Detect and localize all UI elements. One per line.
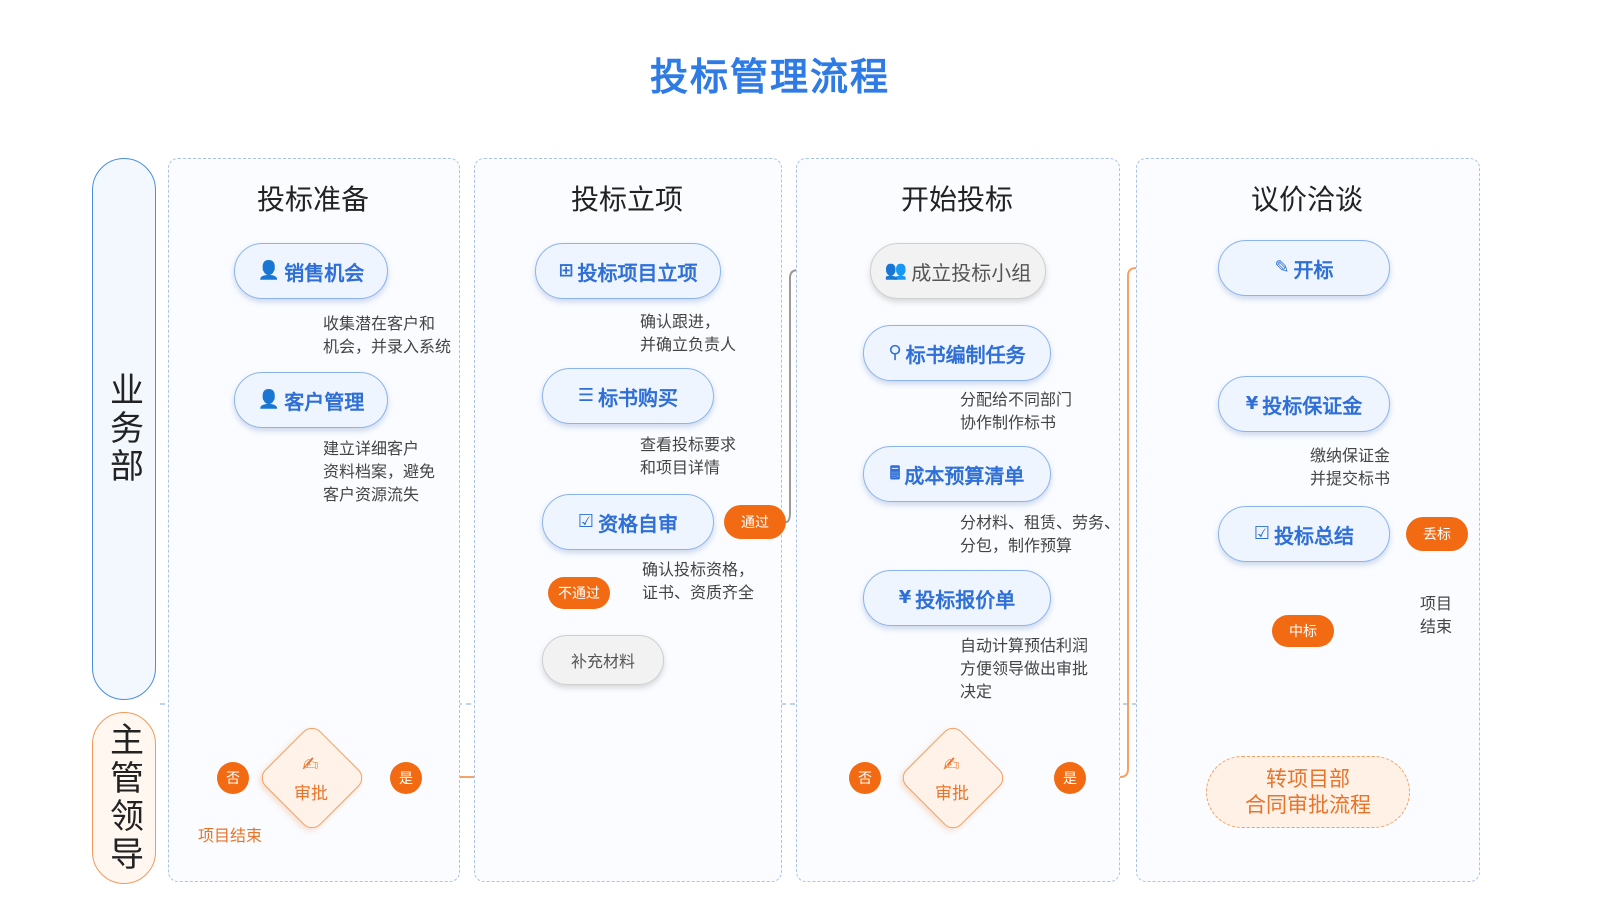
node-label: 销售机会: [284, 260, 365, 285]
transfer-line: 合同审批流程: [1245, 793, 1371, 817]
node-label: 补充材料: [570, 652, 635, 671]
calculator-icon: 🖩: [889, 463, 901, 484]
node-deposit[interactable]: ¥投标保证金: [1218, 376, 1390, 432]
node-transfer[interactable]: 转项目部合同审批流程: [1206, 756, 1410, 828]
note-line: 分配给不同部门: [960, 390, 1073, 409]
note-line: 资料档案，避免: [323, 462, 436, 481]
project-end-label: 项目结束: [198, 826, 263, 845]
approval-label-2: 审批: [935, 784, 969, 804]
column-title-bidding: 开始投标: [900, 183, 1013, 216]
lane-supervisor: 主管领导: [92, 712, 156, 884]
price-sheet-icon: ¥: [898, 587, 912, 608]
hand-icon: ✍: [943, 752, 960, 776]
lane-supervisor-label: 主管领导: [103, 722, 144, 874]
lost-badge[interactable]: 丢标: [1406, 517, 1468, 551]
node-customer-management[interactable]: 👤客户管理: [234, 372, 388, 428]
won-badge[interactable]: 中标: [1272, 615, 1334, 647]
node-label: 投标保证金: [1262, 393, 1363, 418]
note-line: 缴纳保证金: [1310, 446, 1391, 465]
note-quotation: 自动计算预估利润方便领导做出审批决定: [960, 634, 1088, 703]
node-label: 客户管理: [284, 389, 365, 414]
node-task[interactable]: ⚲标书编制任务: [863, 325, 1051, 381]
note-line: 分材料、租赁、劳务、: [960, 513, 1121, 532]
pass-badge[interactable]: 通过: [724, 505, 786, 539]
node-quotation[interactable]: ¥投标报价单: [863, 570, 1051, 626]
note-line: 确认投标资格，: [642, 560, 755, 579]
note-line: 协作制作标书: [960, 413, 1057, 432]
note-lost-end: 项目结束: [1420, 592, 1452, 638]
note-bid-purchase: 查看投标要求和项目详情: [640, 433, 736, 479]
node-label: 开标: [1293, 257, 1334, 282]
note-line: 方便领导做出审批: [960, 659, 1089, 678]
note-line: 确认跟进，: [640, 312, 721, 331]
node-sales-opportunity[interactable]: 👤销售机会: [234, 243, 388, 299]
node-label: 资格自审: [598, 511, 679, 536]
note-customer-management: 建立详细客户资料档案，避免客户资源流失: [323, 437, 435, 506]
node-label: 成本预算清单: [904, 463, 1025, 488]
note-budget: 分材料、租赁、劳务、分包，制作预算: [960, 511, 1120, 557]
note-project-setup: 确认跟进， 并确立负责人: [640, 310, 736, 356]
note-line: 自动计算预估利润: [960, 636, 1089, 655]
note-deposit: 缴纳保证金并提交标书: [1310, 444, 1390, 490]
page-title: 投标管理流程: [649, 55, 890, 99]
note-line: 分包，制作预算: [960, 536, 1073, 555]
edit-doc-icon: ✎: [1274, 257, 1290, 278]
note-line: 客户资源流失: [323, 485, 420, 504]
note-task: 分配给不同部门协作制作标书: [960, 388, 1072, 434]
yuan-coin-icon: ¥: [1245, 393, 1259, 414]
node-opening[interactable]: ✎开标: [1218, 240, 1390, 296]
note-line: 项目: [1420, 594, 1453, 613]
list-icon: ☰: [577, 385, 595, 406]
note-qualification: 确认投标资格， 证书、资质齐全: [642, 558, 754, 604]
note-line: 建立详细客户: [323, 439, 420, 458]
note-line: 决定: [960, 682, 993, 701]
hierarchy-icon: ⚲: [888, 342, 902, 363]
note-line: 收集潜在客户和: [323, 314, 436, 333]
node-label: 投标总结: [1274, 523, 1355, 548]
node-label: 投标项目立项: [577, 260, 698, 285]
note-line: 机会，并录入系统: [323, 337, 452, 356]
column-title-setup: 投标立项: [570, 183, 683, 216]
lane-business: 业务部: [92, 158, 156, 700]
yes-badge-1[interactable]: 是: [390, 762, 422, 794]
checklist-icon: ☑: [577, 511, 595, 532]
user-doc-icon: 👤: [257, 389, 281, 410]
column-title-negotiation: 议价洽谈: [1250, 183, 1363, 216]
node-label: 投标报价单: [915, 587, 1016, 612]
user-doc-icon: 👤: [257, 260, 281, 281]
lane-business-label: 业务部: [103, 372, 144, 486]
node-team[interactable]: 👥成立投标小组: [870, 243, 1046, 299]
node-qualification[interactable]: ☑资格自审: [542, 494, 714, 550]
note-line: 并确立负责人: [640, 335, 737, 354]
note-line: 查看投标要求: [640, 435, 737, 454]
approval-label-1: 审批: [294, 784, 328, 804]
fail-badge[interactable]: 不通过: [548, 577, 610, 609]
users-icon: 👥: [884, 260, 908, 281]
column-title-preparation: 投标准备: [256, 183, 369, 216]
node-bid-purchase[interactable]: ☰标书购买: [542, 368, 714, 424]
note-line: 证书、资质齐全: [642, 583, 755, 602]
doc-check-icon: ☑: [1253, 523, 1271, 544]
node-supplement[interactable]: 补充材料: [542, 635, 664, 685]
no-badge-1[interactable]: 否: [217, 762, 249, 794]
note-line: 结束: [1420, 617, 1453, 636]
note-line: 并提交标书: [1310, 469, 1391, 488]
transfer-line: 转项目部: [1266, 767, 1350, 791]
node-project-setup[interactable]: ⊞投标项目立项: [535, 243, 721, 299]
node-label: 标书购买: [598, 385, 679, 410]
document-plus-icon: ⊞: [558, 260, 574, 281]
note-line: 和项目详情: [640, 458, 721, 477]
no-badge-2[interactable]: 否: [849, 762, 881, 794]
yes-badge-2[interactable]: 是: [1054, 762, 1086, 794]
note-sales-opportunity: 收集潜在客户和机会，并录入系统: [323, 312, 451, 358]
node-label: 成立投标小组: [911, 260, 1032, 285]
node-budget[interactable]: 🖩成本预算清单: [863, 446, 1051, 502]
node-summary[interactable]: ☑投标总结: [1218, 506, 1390, 562]
hand-icon: ✍: [302, 752, 319, 776]
node-label: 标书编制任务: [905, 342, 1026, 367]
